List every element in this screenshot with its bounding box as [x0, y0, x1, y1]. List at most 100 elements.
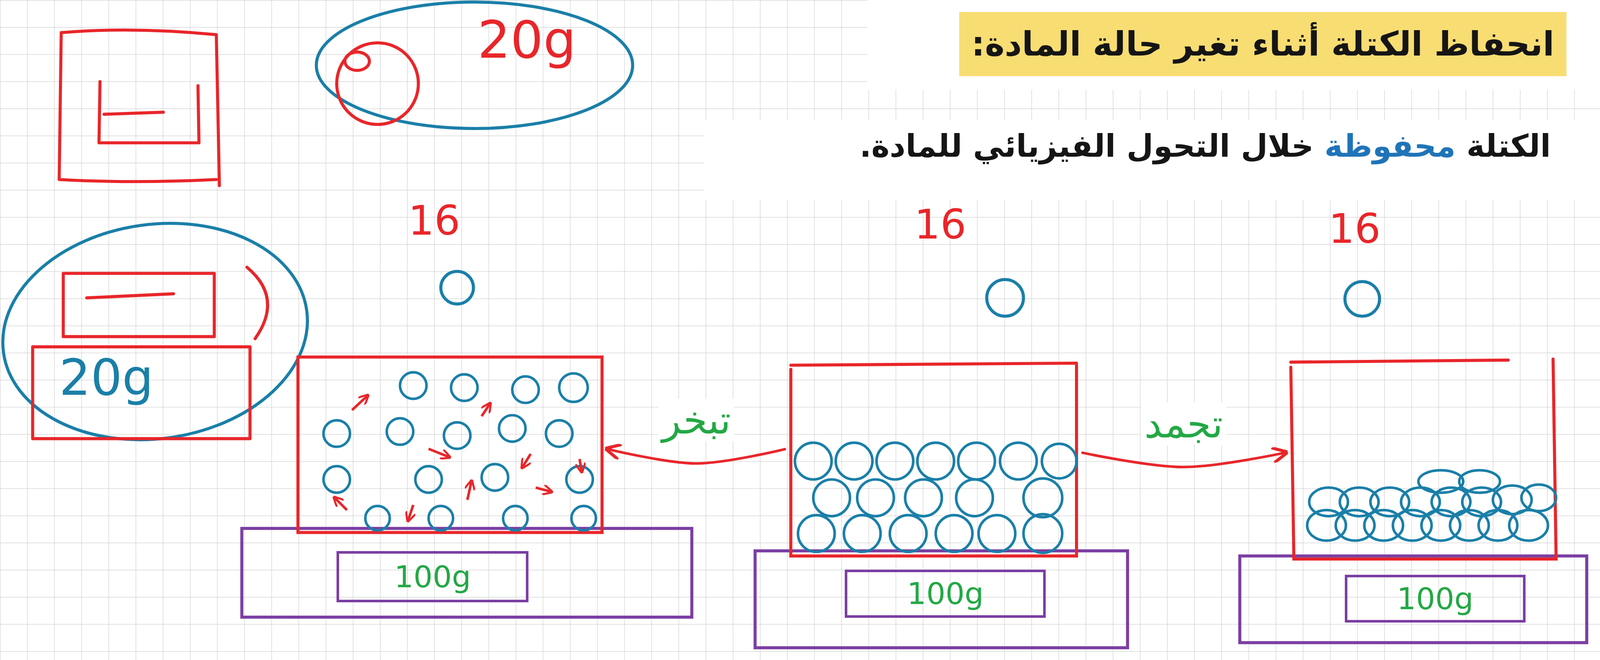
- note-ellipse: [0, 203, 322, 459]
- gas-particles: [546, 420, 573, 447]
- note-circle: [336, 43, 419, 125]
- gas-particles: [323, 420, 351, 447]
- mass-number: 16: [407, 200, 461, 241]
- caption-word: خلال: [1229, 127, 1314, 164]
- mass-reading: 100g: [1396, 583, 1474, 614]
- liquid-particles: [1023, 478, 1063, 517]
- molecule-icons: [440, 271, 474, 304]
- gas-particles: [428, 505, 454, 531]
- balance-scale: [755, 550, 1128, 648]
- mass-note: 20g: [477, 14, 577, 66]
- caption-word: الكتلة: [1455, 127, 1551, 164]
- motion-arrow: [407, 504, 414, 521]
- liquid-particles: [905, 479, 942, 516]
- solid-particles: [1418, 469, 1464, 493]
- caption-word: للمادة.: [859, 127, 963, 164]
- gas-particles: [571, 505, 597, 531]
- liquid-particles: [857, 479, 894, 516]
- note-box: [63, 273, 215, 337]
- title-ground: [867, 0, 1600, 90]
- liquid-particles: [794, 442, 832, 479]
- solid-particles: [1339, 487, 1379, 516]
- container: [297, 356, 603, 533]
- molecule-icons: [440, 271, 1380, 316]
- motion-arrow: [579, 458, 582, 471]
- gas-particles: [503, 505, 528, 531]
- solid-particles: [1459, 469, 1501, 493]
- note-box: [59, 30, 220, 186]
- liquid-particles: [843, 515, 881, 552]
- liquid-particles: [889, 515, 927, 552]
- note-box: [32, 346, 251, 439]
- motion-arrow: [352, 395, 368, 410]
- liquid-particles: [835, 442, 873, 479]
- note-circle: [344, 52, 370, 71]
- gas-particles: [323, 466, 351, 493]
- motion-arrow: [334, 395, 582, 520]
- motion-arrow: [481, 403, 490, 416]
- mass-note: 20g: [59, 352, 154, 403]
- caption-word: محفوظة: [1313, 127, 1456, 164]
- mass-reading: 100g: [394, 561, 471, 592]
- note-ellipse: [316, 2, 633, 129]
- gas-particles: [481, 463, 509, 491]
- sketch-notes: [0, 2, 633, 459]
- caption-word: التحول: [1115, 127, 1231, 164]
- liquid-particles: [876, 442, 914, 479]
- scale-display: 100g: [336, 550, 529, 603]
- scale-container: 100g: [297, 352, 603, 620]
- gas-particles: [365, 505, 390, 531]
- liquid-particles: [1000, 442, 1037, 479]
- gas-particles: [566, 466, 594, 493]
- mass-number: 16: [1328, 208, 1381, 250]
- mass-number: 16: [914, 203, 967, 245]
- caption-ground: [704, 120, 1600, 201]
- liquid-particles: [958, 442, 995, 479]
- molecule-icons: [986, 279, 1024, 316]
- solid-particles: [1306, 469, 1557, 541]
- gas-particles: [323, 372, 597, 531]
- state-change-arrow: [608, 448, 785, 464]
- scale-container: 100g: [790, 362, 1077, 651]
- solid-particles: [1521, 484, 1557, 511]
- scale-display: 100g: [1344, 574, 1526, 623]
- balance-scale: [241, 528, 692, 617]
- container: [1291, 358, 1557, 559]
- title-heading: انحفاظ الكتلة أثناء تغير حالة المادة:: [959, 12, 1567, 77]
- liquid-particles: [1041, 443, 1077, 479]
- motion-arrow: [334, 497, 347, 510]
- gas-particles: [450, 374, 478, 402]
- state-change-arrow: [1082, 452, 1285, 467]
- gas-particles: [415, 466, 442, 493]
- balance-scale: [241, 528, 1587, 648]
- liquid-particles: [794, 442, 1077, 553]
- note-box: [98, 81, 199, 143]
- gas-particles: [499, 414, 526, 442]
- gas-particles: [559, 373, 588, 402]
- motion-arrow: [522, 453, 531, 467]
- motion-arrow: [535, 487, 552, 492]
- balance-scale: [1239, 555, 1587, 643]
- gas-particles: [386, 417, 414, 445]
- container: [297, 356, 1557, 559]
- liquid-particles: [935, 515, 973, 552]
- caption-word: الفيزيائي: [962, 127, 1116, 164]
- liquid-particles: [797, 515, 835, 552]
- motion-arrow: [467, 481, 472, 500]
- gas-particles: [443, 422, 471, 449]
- container: [790, 363, 1077, 556]
- gas-particles: [400, 372, 427, 399]
- liquid-particles: [917, 442, 955, 479]
- scale-display: 100g: [844, 569, 1046, 618]
- motion-arrow: [428, 448, 449, 458]
- liquid-particles: [813, 479, 850, 516]
- process-label: تبخر: [658, 398, 735, 442]
- solid-particles: [1309, 487, 1348, 516]
- liquid-particles: [1023, 513, 1063, 553]
- process-label: تجمد: [1140, 402, 1227, 445]
- molecule-icons: [1344, 281, 1380, 317]
- liquid-particles: [956, 479, 993, 516]
